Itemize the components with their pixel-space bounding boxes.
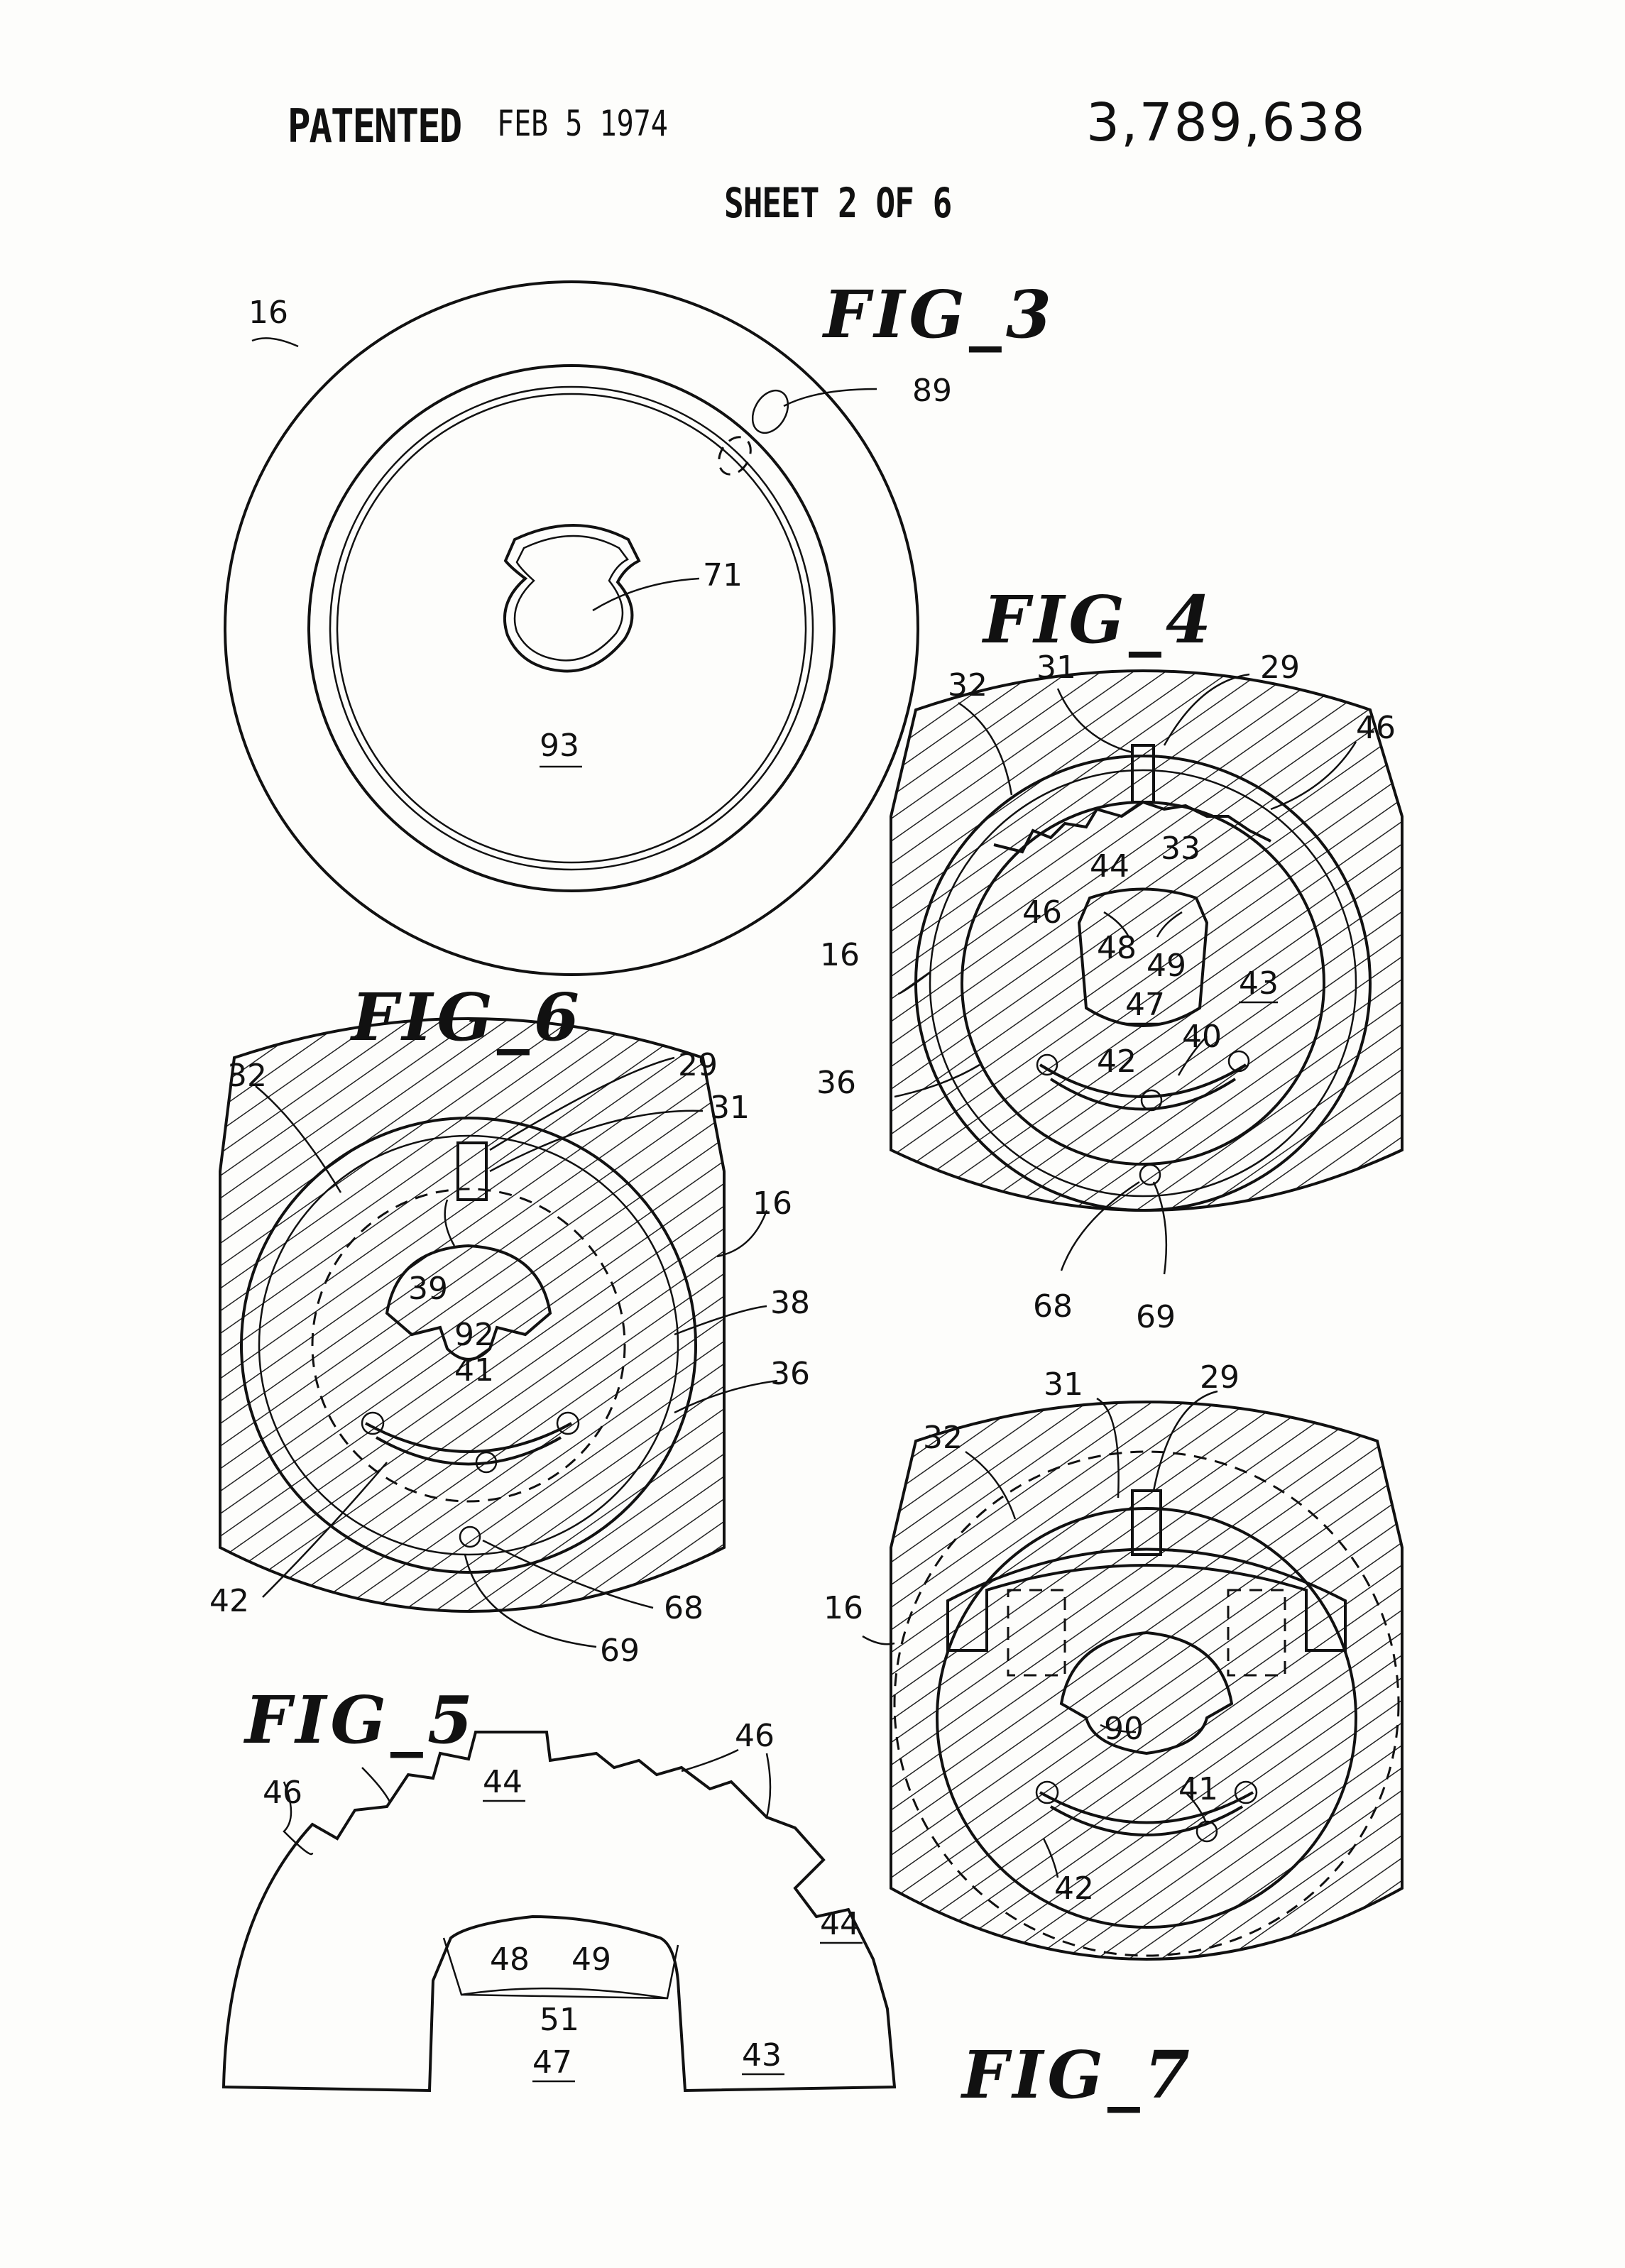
fig7-label: 32	[923, 1420, 963, 1456]
fig4-label: 16	[820, 937, 860, 973]
fig4-label: 43	[1239, 965, 1279, 1002]
fig3-label: 16	[248, 295, 288, 331]
patent-date: FEB 5 1974	[497, 104, 668, 145]
figure-7: FIG_7 31 29 32 16 90 41 42	[824, 1359, 1404, 2113]
fig4-label: 69	[1136, 1299, 1176, 1335]
fig4-label: 42	[1097, 1043, 1137, 1080]
fig4-label: 47	[1125, 987, 1165, 1023]
fig4-label: 68	[1033, 1288, 1073, 1325]
fig3-label: 93	[540, 728, 579, 764]
patented-stamp: PATENTED	[288, 99, 462, 153]
fig6-label: 69	[600, 1633, 640, 1669]
fig5-label: 44	[820, 1906, 860, 1942]
fig4-label: 48	[1097, 930, 1137, 966]
fig7-label: 90	[1104, 1711, 1144, 1747]
fig4-label: 40	[1182, 1019, 1222, 1055]
fig4-label: 46	[1356, 710, 1396, 746]
fig4-label: 29	[1260, 650, 1300, 686]
fig4-label: 31	[1036, 650, 1076, 686]
fig3-title: FIG_3	[821, 276, 1056, 353]
fig6-label: 16	[753, 1185, 792, 1222]
fig3-label: 89	[912, 373, 952, 409]
fig5-label: 51	[540, 2002, 579, 2038]
fig5-label: 46	[735, 1718, 775, 1754]
fig6-label: 92	[454, 1317, 494, 1353]
fig4-label: 32	[948, 667, 987, 703]
fig4-label: 36	[816, 1065, 856, 1101]
figure-3: FIG_3 16 89 71 93	[224, 276, 1056, 976]
fig5-label: 49	[571, 1941, 611, 1978]
fig6-title: FIG_6	[349, 979, 584, 1056]
fig5-label: 43	[742, 2037, 782, 2073]
fig6-label: 38	[770, 1285, 810, 1321]
fig6-label: 31	[710, 1090, 750, 1126]
fig5-title: FIG_5	[243, 1682, 477, 1758]
fig6-label: 36	[770, 1356, 810, 1392]
fig4-label: 44	[1090, 848, 1129, 884]
figure-4: FIG_4 32 31 29 46 33 44 46 48 49 47 43 1…	[816, 581, 1404, 1335]
fig7-label: 16	[824, 1590, 863, 1626]
fig6-label: 32	[227, 1058, 267, 1094]
fig6-label: 42	[209, 1583, 249, 1619]
fig7-label: 41	[1178, 1771, 1218, 1807]
fig6-label: 29	[678, 1047, 718, 1083]
sheet-number: SHEET 2 OF 6	[724, 179, 952, 227]
fig7-label: 29	[1200, 1359, 1240, 1396]
patent-number: 3,789,638	[1086, 92, 1367, 153]
fig7-label: 42	[1054, 1870, 1094, 1907]
fig4-label: 49	[1147, 948, 1186, 984]
fig4-title: FIG_4	[981, 581, 1215, 658]
fig4-label: 33	[1161, 831, 1200, 867]
fig6-label: 41	[454, 1352, 494, 1388]
figure-5: FIG_5 46 44 46 48 49 51 44 47 43	[221, 1682, 897, 2093]
fig5-label: 48	[490, 1941, 530, 1978]
figure-6: FIG_6 32 29 31 16 39 38 92 41 36 42 68 6…	[209, 979, 810, 1669]
fig6-label: 39	[408, 1271, 448, 1307]
fig3-label: 71	[703, 557, 743, 593]
fig5-label: 46	[263, 1775, 302, 1811]
fig4-label: 46	[1022, 894, 1062, 931]
fig7-label: 31	[1044, 1366, 1083, 1403]
fig6-label: 68	[664, 1590, 704, 1626]
fig5-label: 47	[532, 2044, 572, 2081]
fig7-title: FIG_7	[960, 2037, 1194, 2113]
fig5-label: 44	[483, 1764, 522, 1800]
